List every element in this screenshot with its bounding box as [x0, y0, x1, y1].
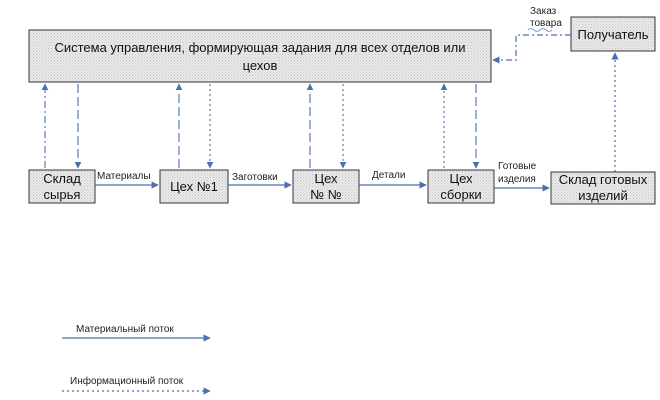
legend-material-label: Материальный поток: [76, 324, 174, 335]
materials-label: Материалы: [97, 171, 151, 182]
order-wavy-underline: [527, 28, 553, 32]
legend-info-label: Информационный поток: [70, 375, 184, 387]
raw-warehouse-box: Склад сырья: [28, 169, 96, 204]
raw-warehouse-line1: Склад: [43, 171, 81, 186]
receiver-box: Получатель: [570, 16, 656, 52]
shop1-box: Цех №1: [159, 169, 229, 204]
assembly-box: Цех сборки: [427, 169, 495, 204]
order-label-line2: товара: [530, 18, 562, 29]
raw-warehouse-line2: сырья: [44, 187, 81, 202]
assembly-line2: сборки: [440, 187, 481, 202]
assembly-line1: Цех: [449, 171, 473, 186]
legend: Материальный поток Информационный поток: [62, 324, 211, 395]
finished-warehouse-line1: Склад готовых: [559, 172, 648, 187]
order-label-line1: Заказ: [530, 6, 557, 17]
order-info-arrow: [492, 34, 571, 64]
finished-warehouse-line2: изделий: [578, 188, 627, 203]
finished-warehouse-box: Склад готовых изделий: [550, 171, 656, 205]
control-system-line2: цехов: [243, 58, 278, 73]
control-system-line1: Система управления, формирующая задания …: [54, 40, 465, 55]
blanks-label: Заготовки: [232, 172, 278, 183]
shop1-label: Цех №1: [170, 179, 218, 194]
parts-label: Детали: [372, 170, 405, 181]
shopN-line1: Цех: [314, 171, 338, 186]
shopN-line2: № №: [310, 187, 342, 202]
control-system-box: Система управления, формирующая задания …: [28, 29, 492, 83]
finished-goods-label-line2: изделия: [498, 174, 536, 185]
receiver-label: Получатель: [577, 27, 648, 42]
shopN-box: Цех № №: [292, 169, 360, 204]
finished-goods-label-line1: Готовые: [498, 161, 537, 172]
